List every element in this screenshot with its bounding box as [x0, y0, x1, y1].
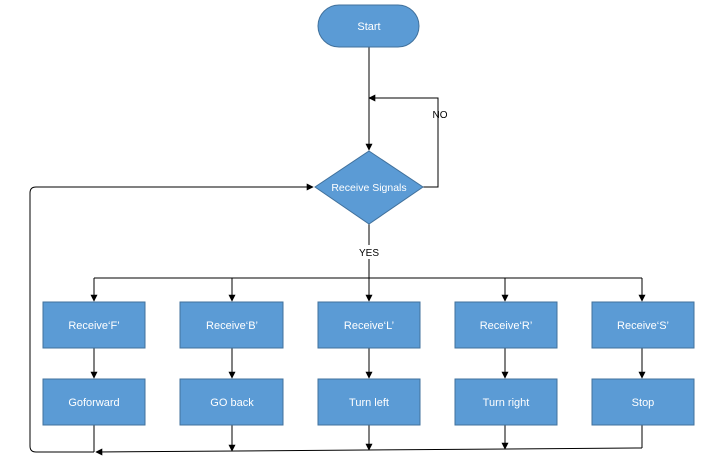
edges	[29, 47, 646, 456]
action-row: Goforward GO back Turn left Turn right S…	[42, 378, 695, 426]
node-action-stop-shape	[591, 378, 695, 426]
node-receive-r-label: Receive‘R’	[480, 320, 533, 332]
node-action-right-shape	[454, 378, 558, 426]
node-receive-b-label: Receive‘B’	[206, 320, 258, 332]
node-receive-l-shape	[317, 301, 421, 349]
node-receive-b-shape	[179, 301, 284, 349]
edge-return-loop	[29, 183, 314, 453]
node-action-back-shape	[179, 378, 284, 426]
edge-label-yes: YES	[359, 248, 379, 259]
node-action-right-label: Turn right	[483, 397, 530, 409]
node-decision-shape	[314, 150, 424, 225]
node-action-back-label: GO back	[210, 397, 254, 409]
node-receive-f-label: Receive‘F’	[68, 320, 119, 332]
node-start: Start	[317, 4, 420, 48]
node-start-label: Start	[357, 21, 380, 33]
receive-row: Receive‘F’ Receive‘B’ Receive‘L’ Receive…	[42, 301, 695, 349]
node-decision: Receive Signals	[314, 150, 424, 225]
node-receive-s-label: Receive‘S’	[617, 320, 669, 332]
node-action-left-shape	[317, 378, 421, 426]
node-receive-s-shape	[591, 301, 695, 349]
edge-no-loop	[368, 94, 439, 188]
node-action-stop-label: Stop	[632, 397, 655, 409]
edge-label-no: NO	[433, 110, 448, 121]
node-action-forward-label: Goforward	[68, 397, 119, 409]
node-receive-l-label: Receive‘L’	[344, 320, 394, 332]
node-receive-f-shape	[42, 301, 146, 349]
node-start-shape	[317, 4, 420, 48]
node-action-forward-shape	[42, 378, 146, 426]
node-receive-r-shape	[454, 301, 558, 349]
node-action-left-label: Turn left	[349, 397, 389, 409]
node-decision-label: Receive Signals	[331, 182, 406, 194]
edge-label-yes-bg	[352, 245, 386, 259]
